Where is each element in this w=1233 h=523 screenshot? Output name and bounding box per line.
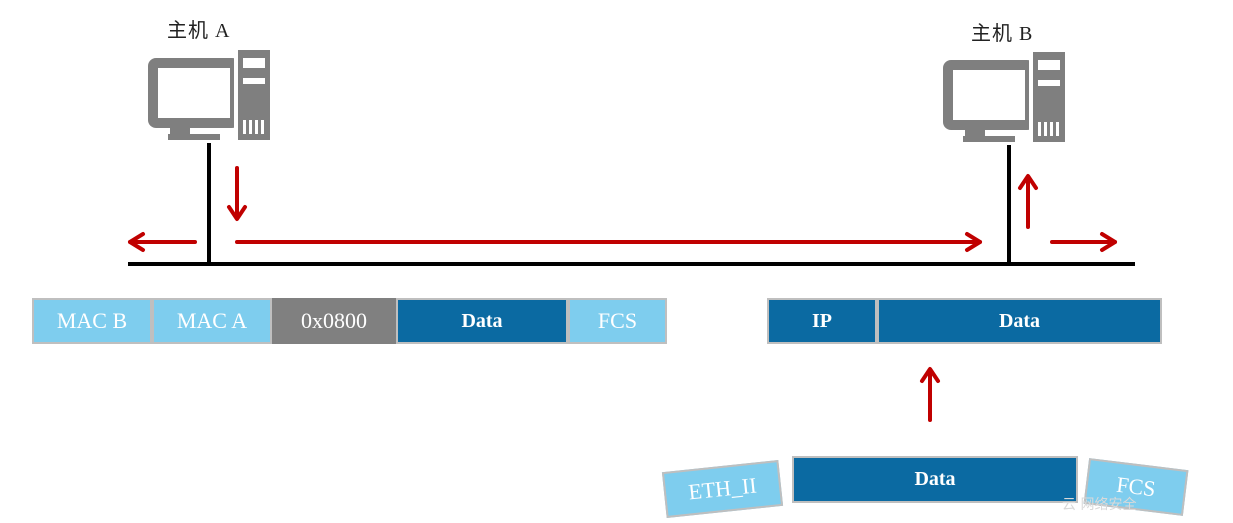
computer-a-icon xyxy=(148,48,272,140)
frame-data: Data xyxy=(396,298,568,344)
host-b-label: 主机 B xyxy=(971,23,1034,45)
frame-dst-mac: MAC B xyxy=(32,298,152,344)
arrow-right-long-icon xyxy=(235,232,982,252)
packet-ip-header: IP xyxy=(767,298,877,344)
arrow-right-short-icon xyxy=(1050,232,1117,252)
host-a-label: 主机 A xyxy=(167,20,231,42)
frame-type: 0x0800 xyxy=(272,298,396,344)
packet-data: Data xyxy=(877,298,1162,344)
stripped-data: Data xyxy=(792,456,1078,503)
arrow-up-icon xyxy=(1018,174,1038,229)
arrow-left-icon xyxy=(128,232,197,252)
frame-src-mac: MAC A xyxy=(152,298,272,344)
arrow-up-decap-icon xyxy=(920,367,940,422)
watermark: 云 网络安全 xyxy=(1062,497,1137,513)
frame-fcs: FCS xyxy=(568,298,667,344)
computer-b-icon xyxy=(943,50,1067,142)
arrow-down-icon xyxy=(227,166,247,221)
